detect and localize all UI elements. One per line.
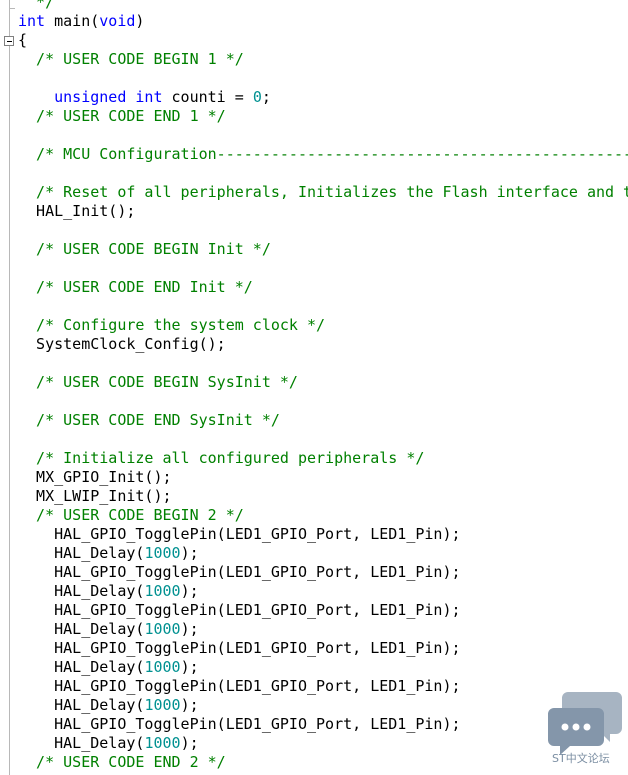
- fold-toggle-icon[interactable]: [4, 36, 14, 46]
- code-line[interactable]: {: [18, 31, 27, 50]
- code-comment: /* USER CODE END SysInit */: [18, 411, 280, 429]
- code-comment: /* USER CODE END Init */: [18, 278, 253, 296]
- code-text: HAL_Delay(: [18, 544, 145, 562]
- code-line[interactable]: HAL_Delay(1000);: [18, 544, 199, 563]
- code-text: HAL_Delay(: [18, 658, 145, 676]
- code-line[interactable]: HAL_Delay(1000);: [18, 658, 199, 677]
- code-line[interactable]: /* MCU Configuration--------------------…: [18, 145, 628, 164]
- code-comment: /* USER CODE END 2 */: [18, 753, 226, 771]
- code-line[interactable]: /* Reset of all peripherals, Initializes…: [18, 183, 628, 202]
- code-comment: /* USER CODE BEGIN 1 */: [18, 50, 244, 68]
- code-comment: /* Reset of all peripherals, Initializes…: [36, 183, 628, 201]
- code-line[interactable]: /* USER CODE END 2 */: [18, 753, 226, 772]
- code-text: HAL_GPIO_TogglePin(LED1_GPIO_Port, LED1_…: [18, 715, 461, 733]
- code-comment: /* USER CODE END 1 */: [18, 107, 226, 125]
- code-line[interactable]: MX_LWIP_Init();: [18, 487, 172, 506]
- watermark-label: ST中文论坛: [552, 752, 610, 765]
- code-text: );: [180, 696, 199, 714]
- code-line[interactable]: HAL_Init();: [18, 202, 135, 221]
- code-line[interactable]: MX_GPIO_Init();: [18, 468, 172, 487]
- code-keyword: int: [135, 88, 163, 106]
- code-text: ;: [261, 88, 271, 106]
- code-line[interactable]: /* USER CODE BEGIN Init */: [18, 240, 271, 259]
- code-text: HAL_GPIO_TogglePin(LED1_GPIO_Port, LED1_…: [18, 563, 461, 581]
- code-text: );: [180, 582, 199, 600]
- code-text: HAL_Delay(: [18, 734, 145, 752]
- code-line[interactable]: /* USER CODE END 1 */: [18, 107, 226, 126]
- code-comment: /* USER CODE BEGIN SysInit */: [18, 373, 298, 391]
- code-line[interactable]: HAL_Delay(1000);: [18, 734, 199, 753]
- code-text: {: [18, 31, 28, 49]
- code-text: SystemClock_Config();: [18, 335, 226, 353]
- code-line[interactable]: HAL_GPIO_TogglePin(LED1_GPIO_Port, LED1_…: [18, 525, 461, 544]
- code-text: HAL_GPIO_TogglePin(LED1_GPIO_Port, LED1_…: [18, 525, 461, 543]
- code-comment: /* Configure the system clock */: [18, 316, 326, 334]
- code-line[interactable]: /* USER CODE BEGIN SysInit */: [18, 373, 298, 392]
- chat-bubbles-icon: [548, 692, 622, 755]
- code-line[interactable]: int main(void): [18, 12, 144, 31]
- code-line[interactable]: HAL_Delay(1000);: [18, 620, 199, 639]
- code-line[interactable]: /* Configure the system clock */: [18, 316, 325, 335]
- code-text: );: [180, 544, 199, 562]
- code-keyword: void: [99, 12, 136, 30]
- code-line[interactable]: HAL_GPIO_TogglePin(LED1_GPIO_Port, LED1_…: [18, 715, 461, 734]
- code-line[interactable]: HAL_GPIO_TogglePin(LED1_GPIO_Port, LED1_…: [18, 563, 461, 582]
- code-number: 0: [252, 88, 262, 106]
- code-text: );: [180, 620, 199, 638]
- code-number: 1000: [144, 734, 181, 752]
- code-comment: /* USER CODE BEGIN Init */: [18, 240, 271, 258]
- code-text: MX_LWIP_Init();: [18, 487, 172, 505]
- code-text: [18, 88, 54, 106]
- code-line[interactable]: HAL_Delay(1000);: [18, 582, 199, 601]
- code-text: main(: [45, 12, 100, 30]
- code-keyword: int: [18, 12, 46, 30]
- code-editor[interactable]: */int main(void){ /* USER CODE BEGIN 1 *…: [18, 0, 628, 775]
- code-text: HAL_GPIO_TogglePin(LED1_GPIO_Port, LED1_…: [18, 677, 461, 695]
- code-text: HAL_Init();: [18, 202, 136, 220]
- code-line[interactable]: HAL_Delay(1000);: [18, 696, 199, 715]
- code-comment: */: [18, 0, 55, 11]
- code-line[interactable]: /* USER CODE BEGIN 1 */: [18, 50, 244, 69]
- code-line[interactable]: /* Initialize all configured peripherals…: [18, 449, 424, 468]
- code-line[interactable]: HAL_GPIO_TogglePin(LED1_GPIO_Port, LED1_…: [18, 601, 461, 620]
- code-text: HAL_Delay(: [18, 696, 145, 714]
- code-text: HAL_Delay(: [18, 620, 145, 638]
- fold-end-tick: [9, 8, 15, 9]
- code-line[interactable]: */: [18, 0, 54, 12]
- code-text: HAL_GPIO_TogglePin(LED1_GPIO_Port, LED1_…: [18, 601, 461, 619]
- code-comment: /* MCU Configuration--------------------…: [36, 145, 628, 163]
- code-text: HAL_Delay(: [18, 582, 145, 600]
- code-line[interactable]: SystemClock_Config();: [18, 335, 226, 354]
- code-number: 1000: [144, 658, 181, 676]
- code-number: 1000: [144, 620, 181, 638]
- code-text: MX_GPIO_Init();: [18, 468, 172, 486]
- code-line[interactable]: /* USER CODE END SysInit */: [18, 411, 280, 430]
- code-line[interactable]: HAL_GPIO_TogglePin(LED1_GPIO_Port, LED1_…: [18, 639, 461, 658]
- code-keyword: unsigned: [54, 88, 127, 106]
- code-comment: /* USER CODE BEGIN 2 */: [18, 506, 244, 524]
- code-text: HAL_GPIO_TogglePin(LED1_GPIO_Port, LED1_…: [18, 639, 461, 657]
- fold-guide-line: [9, 0, 10, 775]
- code-text: ): [135, 12, 145, 30]
- code-line[interactable]: HAL_GPIO_TogglePin(LED1_GPIO_Port, LED1_…: [18, 677, 461, 696]
- code-comment: /* Initialize all configured peripherals…: [18, 449, 425, 467]
- code-number: 1000: [144, 696, 181, 714]
- code-number: 1000: [144, 544, 181, 562]
- code-text: );: [180, 734, 199, 752]
- code-line[interactable]: unsigned int counti = 0;: [18, 88, 271, 107]
- code-line[interactable]: /* USER CODE END Init */: [18, 278, 253, 297]
- code-number: 1000: [144, 582, 181, 600]
- code-text: counti =: [162, 88, 253, 106]
- code-line[interactable]: /* USER CODE BEGIN 2 */: [18, 506, 244, 525]
- editor-gutter: [0, 0, 17, 775]
- code-text: );: [180, 658, 199, 676]
